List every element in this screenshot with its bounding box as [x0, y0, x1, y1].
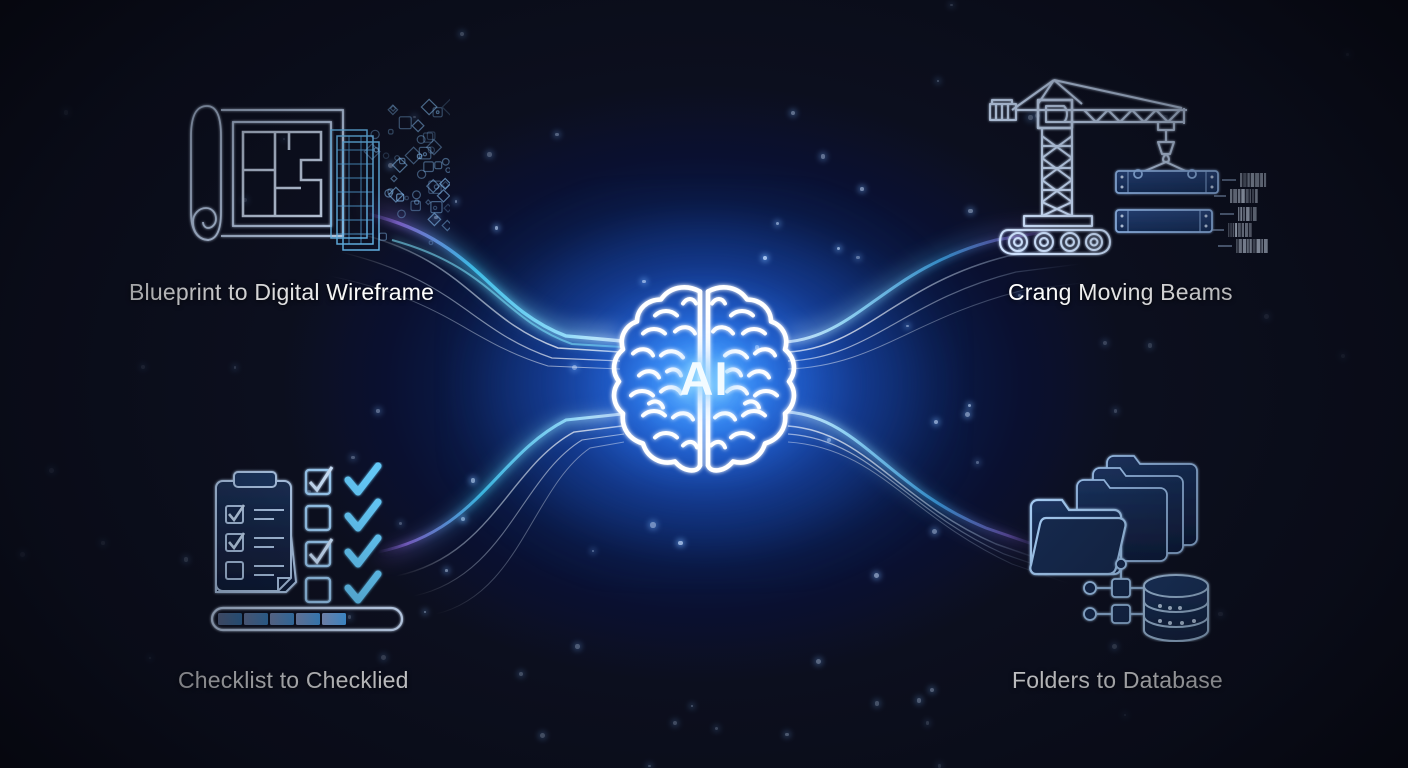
caption-crane: Crang Moving Beams	[1008, 279, 1233, 305]
caption-checklist: Checklist to Checklied	[178, 667, 409, 693]
brain-icon: AI	[589, 276, 819, 481]
ai-label: AI	[679, 351, 729, 405]
blueprint-wireframe-icon	[185, 88, 461, 253]
progress-bar	[210, 606, 404, 632]
caption-blueprint: Blueprint to Digital Wireframe	[129, 279, 435, 305]
data-barcode-group	[1212, 173, 1268, 253]
folders-database-icon	[1022, 442, 1252, 643]
tower-crane-icon	[972, 58, 1272, 258]
clipboard-checklist-icon	[198, 462, 413, 640]
caption-folders: Folders to Database	[1012, 667, 1223, 693]
